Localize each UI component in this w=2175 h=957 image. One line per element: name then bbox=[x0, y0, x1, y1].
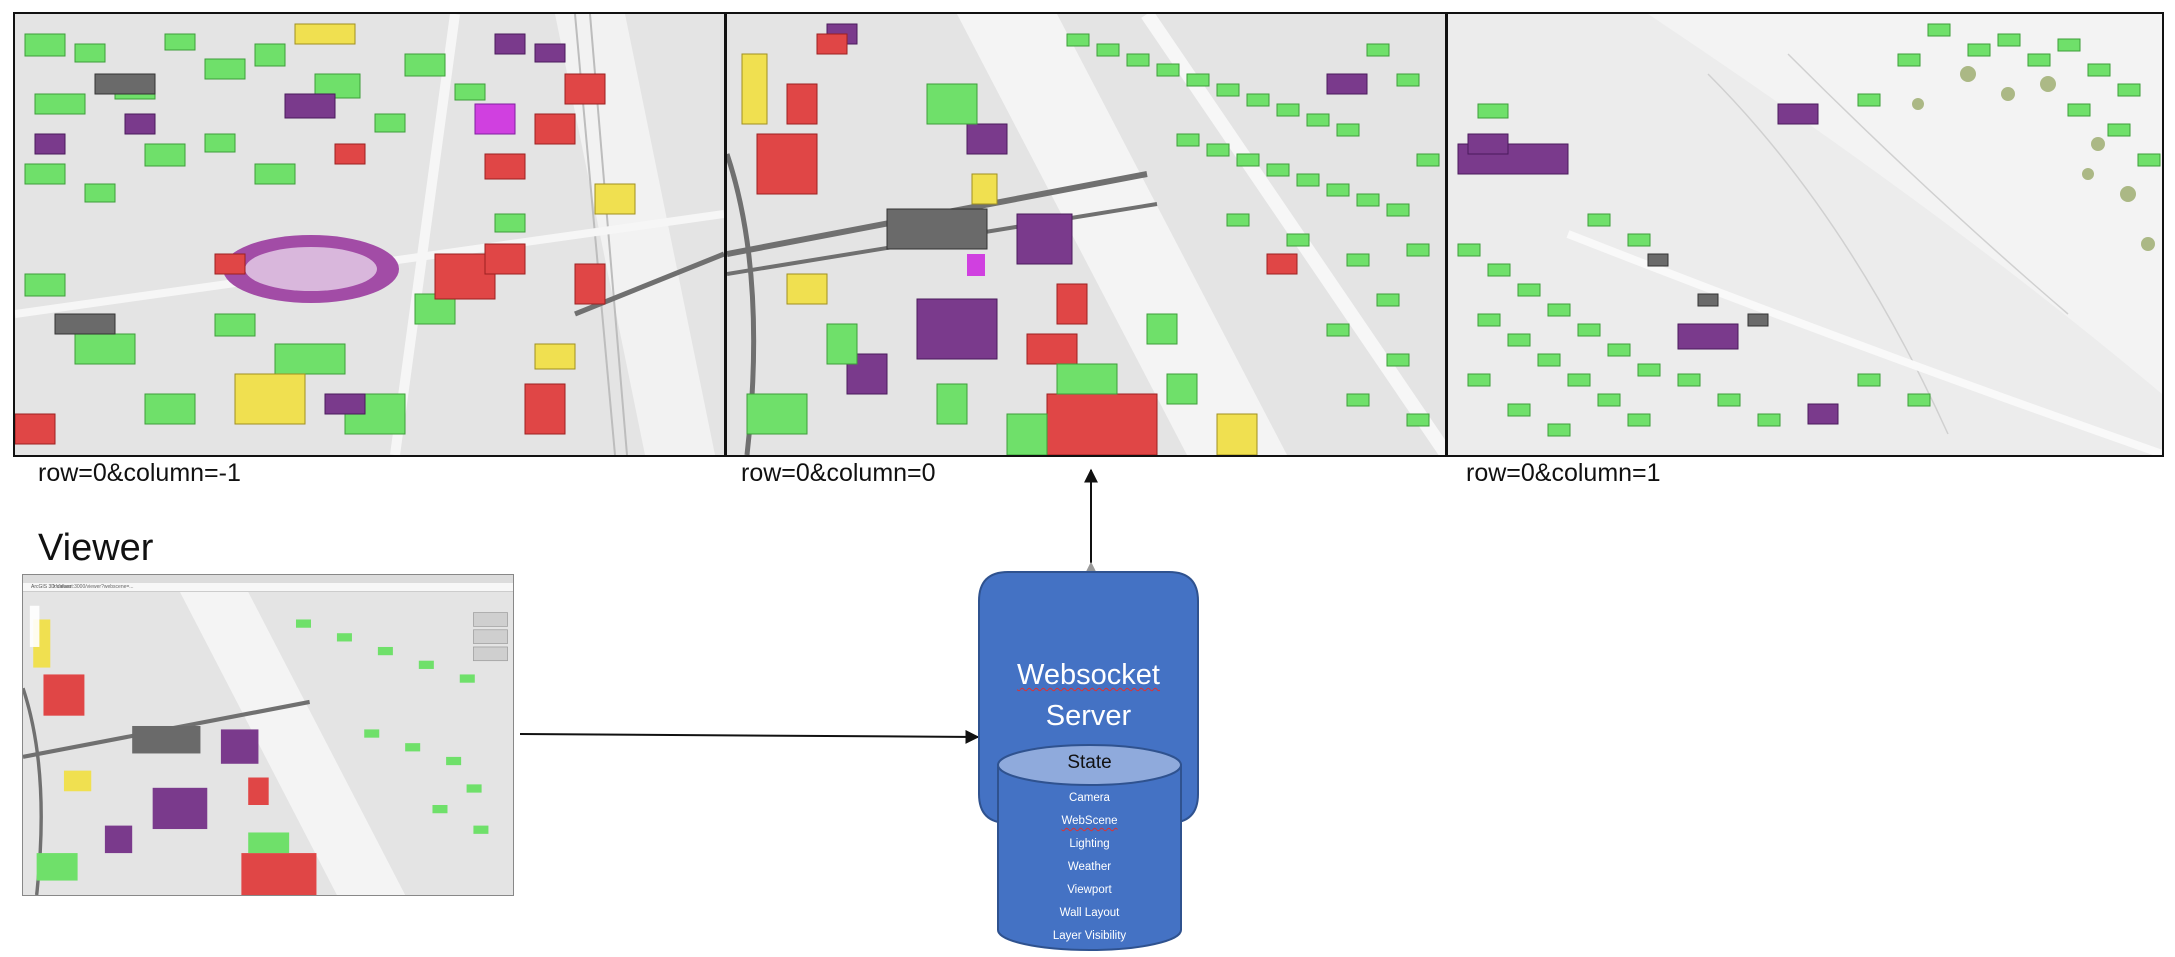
panel-label-right: row=0&column=1 bbox=[1466, 459, 1661, 487]
browser-address-bar: localhost:3000/viewer?webscene=... bbox=[23, 583, 513, 592]
map-panel-center bbox=[725, 12, 1447, 457]
state-label: State bbox=[1067, 752, 1112, 773]
state-item-lighting: Lighting bbox=[1069, 838, 1110, 850]
state-item-weather: Weather bbox=[1067, 861, 1112, 873]
panel-label-left: row=0&column=-1 bbox=[38, 459, 241, 487]
viewer-screenshot: ArcGIS 3D Viewer localhost:3000/viewer?w… bbox=[22, 574, 514, 896]
map-panel-left bbox=[13, 12, 726, 457]
state-item-layer-visibility: Layer Visibility bbox=[1052, 930, 1127, 942]
viewer-title: Viewer bbox=[38, 527, 154, 569]
state-item-wall-layout: Wall Layout bbox=[1059, 907, 1120, 919]
map-panel-right bbox=[1446, 12, 2164, 457]
city-scene-center bbox=[727, 14, 1445, 455]
state-item-camera: Camera bbox=[1069, 792, 1110, 804]
state-item-viewport: Viewport bbox=[1067, 884, 1112, 896]
server-title-line1: Websocket bbox=[1017, 659, 1160, 691]
browser-tab: ArcGIS 3D Viewer bbox=[31, 584, 72, 590]
state-database-body bbox=[997, 764, 1182, 951]
viewer-scene bbox=[23, 592, 513, 895]
city-scene-left bbox=[15, 14, 724, 455]
browser-tab-bar: ArcGIS 3D Viewer bbox=[23, 575, 513, 590]
server-title-line2: Server bbox=[1045, 700, 1132, 732]
state-database-cap bbox=[997, 744, 1182, 786]
city-scene-right bbox=[1448, 14, 2162, 455]
state-item-webscene: WebScene bbox=[1061, 815, 1118, 827]
panel-label-center: row=0&column=0 bbox=[741, 459, 936, 487]
viewer-to-server-arrow bbox=[519, 729, 980, 744]
